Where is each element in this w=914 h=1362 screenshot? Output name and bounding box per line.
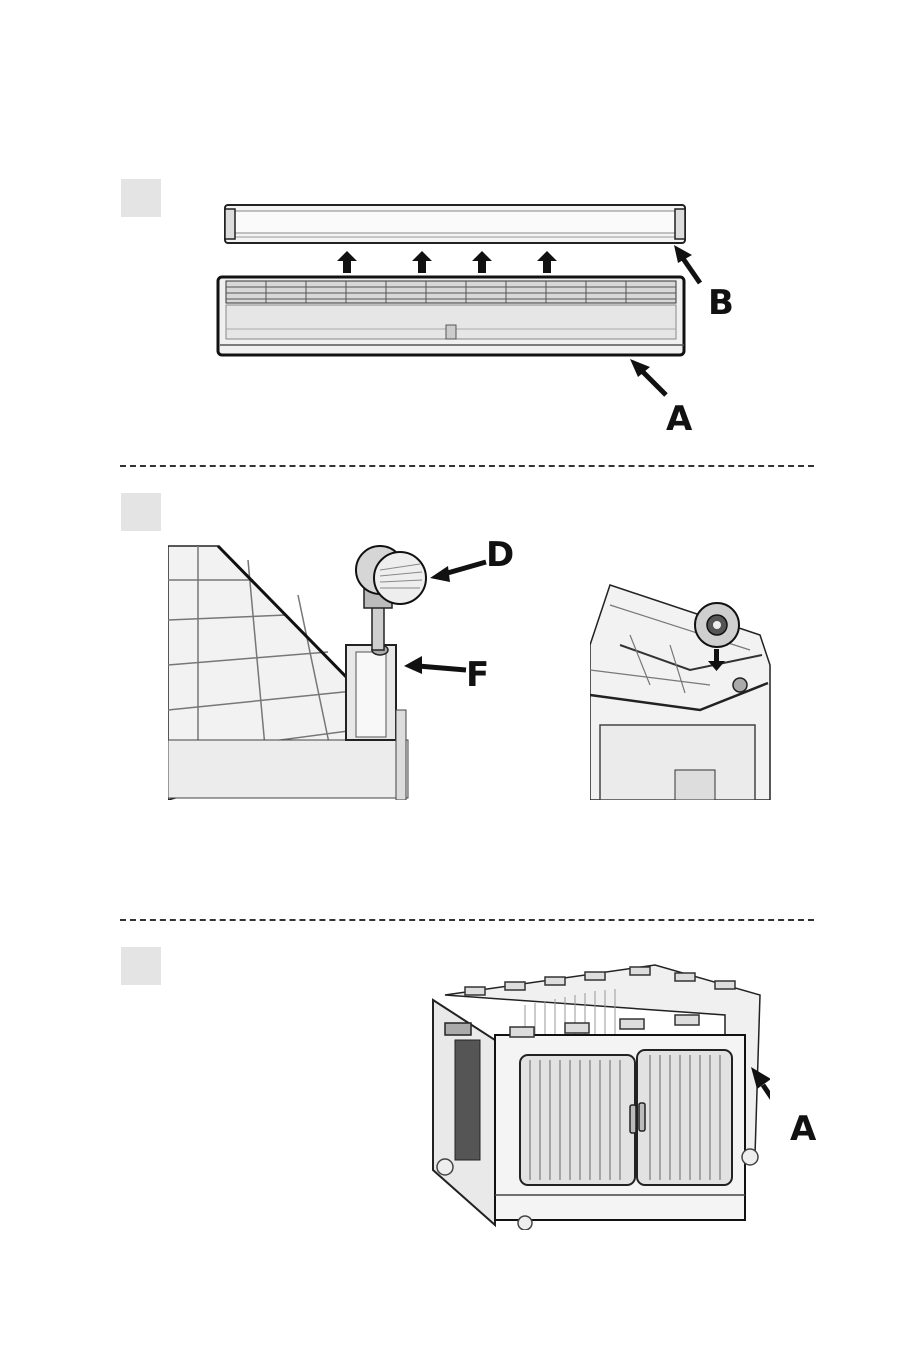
step-2-caster-detail-illustration: [168, 540, 498, 800]
section-divider-2: [120, 919, 814, 921]
step-2-number-box: [121, 493, 161, 531]
label-a-step3: A: [790, 1112, 816, 1146]
label-b: B: [708, 286, 734, 320]
step-1-illustration: [200, 195, 740, 445]
cage-corner: [590, 585, 770, 800]
label-f: F: [466, 658, 489, 692]
up-arrow-icon: [337, 251, 557, 273]
cage-front-panel: [495, 1015, 745, 1220]
filter-base-part-a: [218, 277, 684, 355]
cage-left-side-panel: [433, 1000, 495, 1225]
step-3-cage-assembly-illustration: [425, 955, 770, 1230]
step-1-number-box: [121, 179, 161, 217]
step-3-number-box: [121, 947, 161, 985]
label-a: A: [666, 402, 692, 436]
top-cover-part-b: [225, 205, 685, 243]
step-2-caster-inserted-illustration: [590, 575, 780, 800]
caster-wheel-inserted: [695, 603, 739, 647]
section-divider-1: [120, 465, 814, 467]
caster-wheel-part-d: [356, 546, 426, 650]
label-d: D: [486, 538, 514, 572]
